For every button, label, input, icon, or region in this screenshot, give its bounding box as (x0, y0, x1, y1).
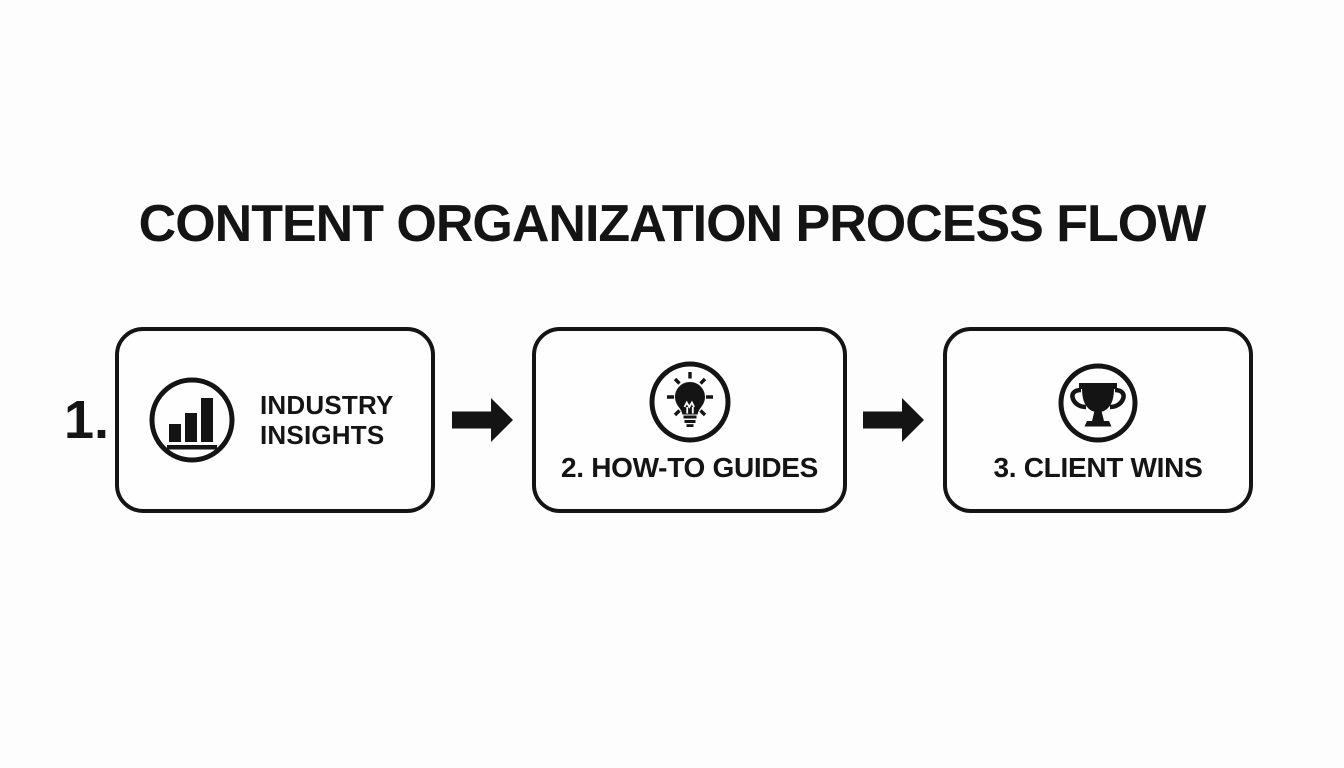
step-1-label-line1: INDUSTRY (260, 390, 394, 420)
trophy-icon (1057, 362, 1139, 444)
step-1-label: INDUSTRY INSIGHTS (260, 390, 394, 450)
step-1-label-line2: INSIGHTS (260, 420, 385, 450)
diagram-title: CONTENT ORGANIZATION PROCESS FLOW (138, 195, 1207, 253)
arrow-right-icon (452, 397, 514, 443)
step-1-box: INDUSTRY INSIGHTS (115, 327, 435, 513)
step-3-label: 3. CLIENT WINS (993, 452, 1203, 483)
arrow-right-icon (863, 397, 925, 443)
step-2-box: 2. HOW-TO GUIDES (532, 327, 847, 513)
step-2-label: 2. HOW-TO GUIDES (560, 452, 819, 483)
lightbulb-icon (648, 360, 732, 444)
step-3-box: 3. CLIENT WINS (943, 327, 1253, 513)
step-1-number: 1. (64, 390, 110, 450)
bar-chart-icon (148, 376, 236, 464)
